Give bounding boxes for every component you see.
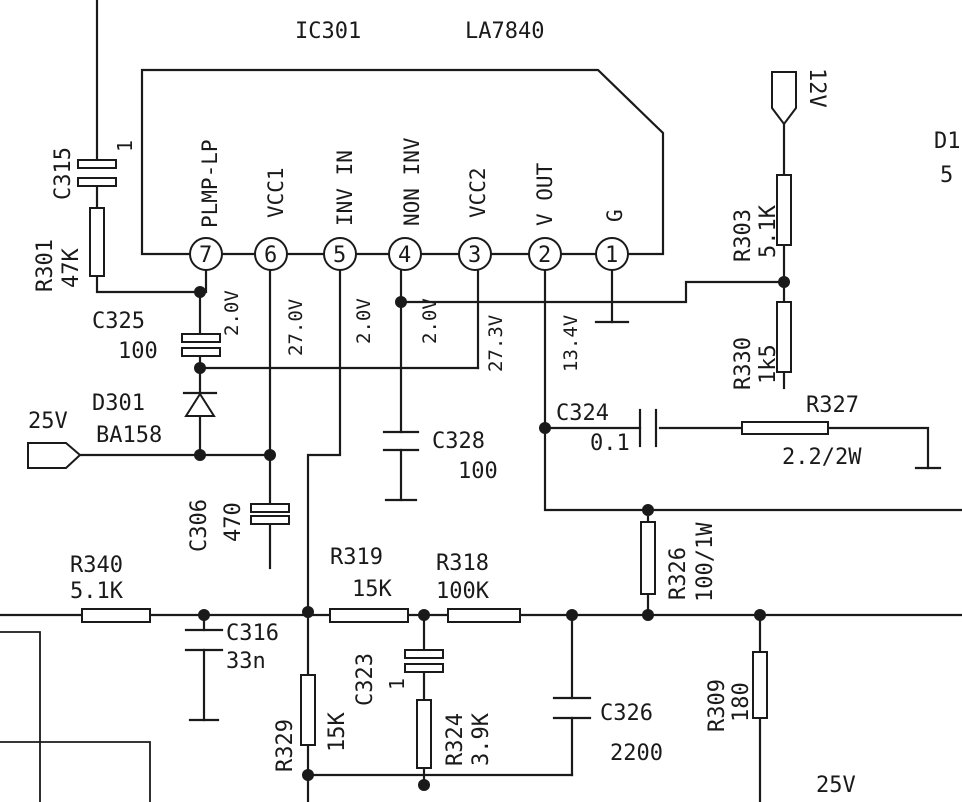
- r301-ref: R301: [33, 239, 58, 292]
- c325-value: 100: [118, 339, 158, 364]
- r327-value: 2.2/2W: [782, 445, 862, 470]
- supply-25v-left-label: 25V: [28, 409, 68, 434]
- ic-designator: IC301: [295, 19, 361, 44]
- c306-ref: C306: [187, 499, 212, 552]
- c328-value: 100: [458, 459, 498, 484]
- pin-numbers: 7 6 5 4 3 2 1: [199, 243, 618, 268]
- pin6-voltage: 27.0V: [285, 299, 307, 356]
- r301-value: 47K: [59, 248, 84, 288]
- c324-symbol: [638, 408, 658, 448]
- pin-names: PLMP-LP VCC1 INV IN NON INV VCC2 V OUT G: [198, 137, 627, 228]
- d1-value-partial: 5: [940, 163, 953, 188]
- r303-ref: R303: [731, 209, 756, 262]
- pin2-name: V OUT: [533, 162, 557, 226]
- pin3-voltage: 27.3V: [485, 315, 507, 372]
- c306-symbol: [250, 503, 290, 525]
- c324-ref: C324: [556, 401, 609, 426]
- junction-dots: [194, 276, 790, 791]
- pin2-number: 2: [538, 243, 551, 268]
- ic301-body: [140, 68, 665, 256]
- r318-ref: R318: [436, 551, 489, 576]
- r330-ref: R330: [731, 337, 756, 390]
- r326-ref: R326: [666, 547, 691, 600]
- pin4-number: 4: [398, 243, 411, 268]
- c316-symbol: [184, 628, 224, 652]
- ic-part-number: LA7840: [465, 19, 544, 44]
- pin-voltages: 2.0V 27.0V 2.0V 2.0V 27.3V 13.4V: [221, 290, 582, 372]
- r327-symbol: [741, 421, 829, 435]
- c315-symbol: [77, 159, 117, 187]
- pin4-voltage: 2.0V: [419, 298, 441, 344]
- d301-ref: D301: [92, 391, 145, 416]
- r340-value: 5.1K: [70, 579, 124, 604]
- r301-symbol: [89, 207, 105, 277]
- d301-symbol: [182, 391, 218, 417]
- r340-symbol: [81, 608, 151, 623]
- c323-value: 1: [385, 678, 409, 690]
- pin3-name: VCC2: [466, 167, 490, 218]
- r309-symbol: [752, 651, 768, 719]
- c316-ref: C316: [226, 621, 279, 646]
- c323-symbol: [404, 649, 444, 673]
- pin1-name: G: [603, 209, 627, 222]
- r319-ref: R319: [330, 545, 383, 570]
- pin1-number: 1: [605, 243, 618, 268]
- supply-12v-label: 12V: [804, 68, 829, 108]
- r324-value: 3.9K: [469, 712, 494, 766]
- d301-value: BA158: [96, 423, 162, 448]
- d1-ref-partial: D1: [934, 129, 961, 154]
- r327-ref: R327: [806, 393, 859, 418]
- c323-ref: C323: [353, 653, 378, 706]
- pin5-number: 5: [333, 243, 346, 268]
- r329-ref: R329: [273, 719, 298, 772]
- r326-symbol: [640, 521, 656, 595]
- c316-value: 33n: [226, 649, 266, 674]
- pin-circles: [189, 237, 629, 271]
- r326-value: 100/1W: [693, 522, 718, 602]
- pin6-number: 6: [264, 243, 277, 268]
- r330-symbol: [776, 301, 792, 373]
- r319-value: 15K: [352, 577, 392, 602]
- c325-ref: C325: [92, 309, 145, 334]
- pin2-voltage: 13.4V: [560, 315, 582, 372]
- r324-symbol: [416, 699, 432, 769]
- r329-symbol: [300, 674, 316, 746]
- pin6-name: VCC1: [264, 167, 288, 218]
- c326-ref: C326: [600, 701, 653, 726]
- r303-value: 5.1K: [756, 204, 781, 258]
- pin7-number: 7: [199, 243, 212, 268]
- r330-value: 1k5: [756, 344, 781, 384]
- r324-ref: R324: [443, 713, 468, 766]
- r318-symbol: [447, 608, 521, 623]
- r319-symbol: [329, 608, 409, 623]
- r329-value: 15K: [325, 712, 350, 752]
- c315-ref: C315: [51, 147, 76, 200]
- r309-value: 180: [729, 682, 754, 722]
- c306-value: 470: [221, 502, 246, 542]
- pin7-voltage: 2.0V: [221, 290, 243, 336]
- c328-ref: C328: [432, 429, 485, 454]
- r309-ref: R309: [705, 679, 730, 732]
- r318-value: 100K: [436, 579, 490, 604]
- r303-symbol: [776, 174, 792, 246]
- c328-symbol: [382, 430, 420, 452]
- pin7-name: PLMP-LP: [198, 139, 222, 228]
- pin5-name: INV IN: [333, 150, 357, 226]
- c326-value: 2200: [610, 741, 663, 766]
- pin5-voltage: 2.0V: [353, 298, 375, 344]
- supply-12v-arrow: [771, 71, 797, 126]
- c325-symbol: [181, 333, 221, 357]
- supply-25v-arrow: [27, 442, 82, 469]
- c326-symbol: [552, 696, 592, 720]
- supply-25v-bottom-label: 25V: [816, 773, 856, 798]
- c315-value: 1: [113, 140, 137, 152]
- pin3-number: 3: [468, 243, 481, 268]
- pin4-name: NON INV: [400, 137, 424, 226]
- r340-ref: R340: [70, 553, 123, 578]
- c324-value: 0.1: [590, 431, 630, 456]
